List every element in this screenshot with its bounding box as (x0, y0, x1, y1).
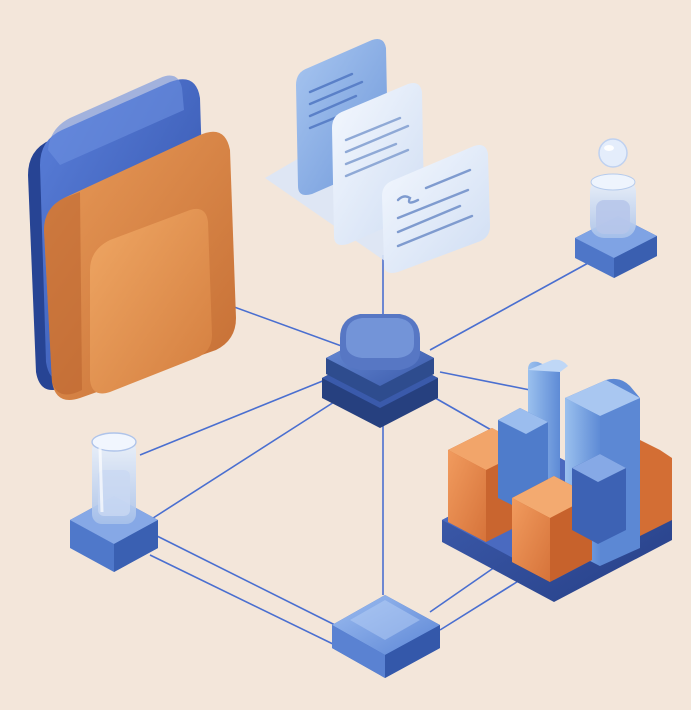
network-hub-icon (322, 314, 438, 428)
document-stack-icon (265, 39, 490, 273)
doc-lines-middle (344, 116, 410, 178)
database-jar-icon (575, 138, 657, 278)
line-hub-to-glass (139, 377, 331, 456)
line-hub-to-glass-2 (149, 394, 346, 521)
glass-jar-icon (70, 432, 158, 572)
doc-lines-front (396, 168, 474, 248)
line-hub-to-server (429, 394, 501, 436)
line-hub-to-jar (429, 261, 591, 351)
line-glass-to-tile-2 (149, 554, 336, 646)
line-hub-to-server-2 (439, 371, 541, 393)
server-blocks-icon (442, 359, 672, 602)
line-server-to-tile-2 (439, 579, 521, 631)
line-glass-to-tile (154, 534, 336, 626)
node-tile-icon (332, 595, 440, 678)
folder-stack-icon (28, 75, 236, 400)
